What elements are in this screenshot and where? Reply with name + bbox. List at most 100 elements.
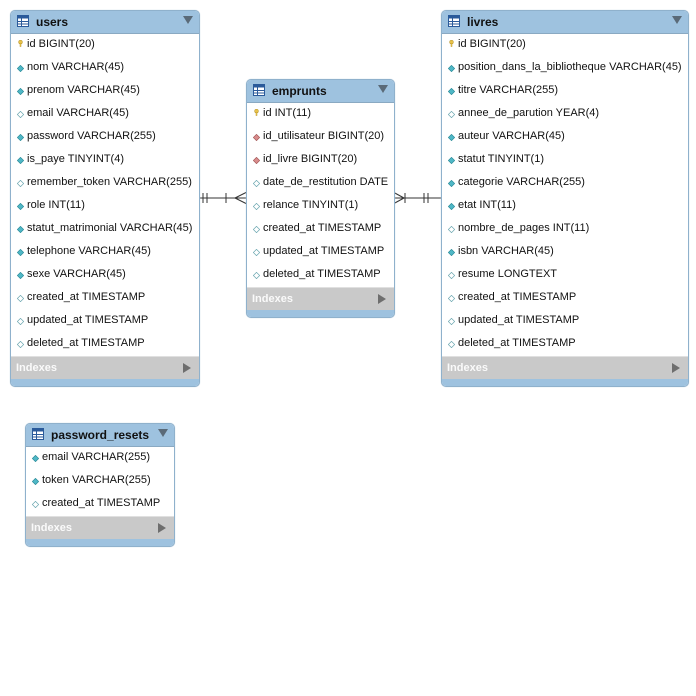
- foreign-key-icon: [253, 134, 260, 141]
- column-label: email VARCHAR(255): [42, 451, 150, 463]
- column-label: date_de_restitution DATE: [263, 176, 389, 188]
- nullable-column-icon: [448, 341, 455, 348]
- indexes-section[interactable]: Indexes: [247, 287, 394, 310]
- table-bottom-bar: [11, 379, 199, 386]
- expand-arrow-icon[interactable]: [672, 363, 680, 373]
- column-row[interactable]: date_de_restitution DATE: [247, 172, 394, 195]
- column-row[interactable]: nom VARCHAR(45): [11, 57, 199, 80]
- table-name: users: [36, 15, 69, 29]
- table-header[interactable]: livres: [442, 11, 688, 34]
- indexes-section[interactable]: Indexes: [26, 516, 174, 539]
- column-row[interactable]: sexe VARCHAR(45): [11, 264, 199, 287]
- table-bottom-bar: [26, 539, 174, 546]
- nullable-column-icon: [17, 180, 24, 187]
- column-row[interactable]: token VARCHAR(255): [26, 470, 174, 493]
- column-row[interactable]: deleted_at TIMESTAMP: [247, 264, 394, 287]
- table-users[interactable]: users id BIGINT(20) nom VARCHAR(45) prenom …: [10, 10, 200, 387]
- column-label: password VARCHAR(255): [27, 130, 156, 142]
- table-header[interactable]: emprunts: [247, 80, 394, 103]
- column-row[interactable]: id_utilisateur BIGINT(20): [247, 126, 394, 149]
- nullable-column-icon: [448, 111, 455, 118]
- indexes-label: Indexes: [447, 362, 488, 374]
- expand-arrow-icon[interactable]: [158, 523, 166, 533]
- not-null-column-icon: [17, 226, 24, 233]
- expand-arrow-icon[interactable]: [183, 363, 191, 373]
- column-row[interactable]: email VARCHAR(255): [26, 447, 174, 470]
- nullable-column-icon: [253, 226, 260, 233]
- column-row[interactable]: deleted_at TIMESTAMP: [442, 333, 688, 356]
- relationship-users-emprunts[interactable]: [199, 191, 248, 205]
- column-label: prenom VARCHAR(45): [27, 84, 140, 96]
- column-label: updated_at TIMESTAMP: [263, 245, 385, 257]
- table-header[interactable]: password_resets: [26, 424, 174, 447]
- table-header[interactable]: users: [11, 11, 199, 34]
- column-label: id_livre BIGINT(20): [263, 153, 358, 165]
- column-row[interactable]: id INT(11): [247, 103, 394, 126]
- column-row[interactable]: isbn VARCHAR(45): [442, 241, 688, 264]
- column-row[interactable]: titre VARCHAR(255): [442, 80, 688, 103]
- collapse-caret-icon[interactable]: [672, 16, 682, 24]
- column-row[interactable]: created_at TIMESTAMP: [247, 218, 394, 241]
- column-label: telephone VARCHAR(45): [27, 245, 151, 257]
- column-row[interactable]: created_at TIMESTAMP: [11, 287, 199, 310]
- table-icon: [32, 428, 44, 440]
- column-row[interactable]: updated_at TIMESTAMP: [247, 241, 394, 264]
- column-row[interactable]: id BIGINT(20): [11, 34, 199, 57]
- column-row[interactable]: nombre_de_pages INT(11): [442, 218, 688, 241]
- nullable-column-icon: [448, 295, 455, 302]
- relationship-livres-emprunts[interactable]: [392, 191, 442, 205]
- nullable-column-icon: [17, 341, 24, 348]
- column-row[interactable]: id BIGINT(20): [442, 34, 688, 57]
- collapse-caret-icon[interactable]: [158, 429, 168, 437]
- column-label: nom VARCHAR(45): [27, 61, 124, 73]
- indexes-label: Indexes: [31, 522, 72, 534]
- indexes-section[interactable]: Indexes: [11, 356, 199, 379]
- collapse-caret-icon[interactable]: [183, 16, 193, 24]
- column-row[interactable]: statut_matrimonial VARCHAR(45): [11, 218, 199, 241]
- table-icon: [448, 15, 460, 27]
- column-label: created_at TIMESTAMP: [42, 497, 161, 509]
- column-row[interactable]: resume LONGTEXT: [442, 264, 688, 287]
- column-row[interactable]: statut TINYINT(1): [442, 149, 688, 172]
- column-row[interactable]: etat INT(11): [442, 195, 688, 218]
- column-row[interactable]: updated_at TIMESTAMP: [442, 310, 688, 333]
- column-row[interactable]: updated_at TIMESTAMP: [11, 310, 199, 333]
- collapse-caret-icon[interactable]: [378, 85, 388, 93]
- indexes-section[interactable]: Indexes: [442, 356, 688, 379]
- column-label: id_utilisateur BIGINT(20): [263, 130, 385, 142]
- column-row[interactable]: password VARCHAR(255): [11, 126, 199, 149]
- column-row[interactable]: created_at TIMESTAMP: [26, 493, 174, 516]
- expand-arrow-icon[interactable]: [378, 294, 386, 304]
- nullable-column-icon: [17, 295, 24, 302]
- column-row[interactable]: auteur VARCHAR(45): [442, 126, 688, 149]
- column-label: statut_matrimonial VARCHAR(45): [27, 222, 193, 234]
- column-row[interactable]: role INT(11): [11, 195, 199, 218]
- not-null-column-icon: [17, 88, 24, 95]
- column-row[interactable]: is_paye TINYINT(4): [11, 149, 199, 172]
- indexes-label: Indexes: [16, 362, 57, 374]
- column-label: resume LONGTEXT: [458, 268, 558, 280]
- column-row[interactable]: categorie VARCHAR(255): [442, 172, 688, 195]
- not-null-column-icon: [448, 249, 455, 256]
- column-row[interactable]: id_livre BIGINT(20): [247, 149, 394, 172]
- column-row[interactable]: position_dans_la_bibliotheque VARCHAR(45…: [442, 57, 688, 80]
- column-label: isbn VARCHAR(45): [458, 245, 554, 257]
- column-row[interactable]: deleted_at TIMESTAMP: [11, 333, 199, 356]
- nullable-column-icon: [253, 203, 260, 210]
- column-row[interactable]: telephone VARCHAR(45): [11, 241, 199, 264]
- column-row[interactable]: remember_token VARCHAR(255): [11, 172, 199, 195]
- column-row[interactable]: prenom VARCHAR(45): [11, 80, 199, 103]
- column-row[interactable]: created_at TIMESTAMP: [442, 287, 688, 310]
- nullable-column-icon: [253, 249, 260, 256]
- table-emprunts[interactable]: emprunts id INT(11) id_utilisateur BIGINT(…: [246, 79, 395, 318]
- table-icon: [17, 15, 29, 27]
- column-label: id INT(11): [263, 107, 312, 119]
- column-label: statut TINYINT(1): [458, 153, 544, 165]
- column-row[interactable]: annee_de_parution YEAR(4): [442, 103, 688, 126]
- primary-key-icon: [449, 40, 454, 47]
- column-row[interactable]: relance TINYINT(1): [247, 195, 394, 218]
- column-row[interactable]: email VARCHAR(45): [11, 103, 199, 126]
- not-null-column-icon: [448, 65, 455, 72]
